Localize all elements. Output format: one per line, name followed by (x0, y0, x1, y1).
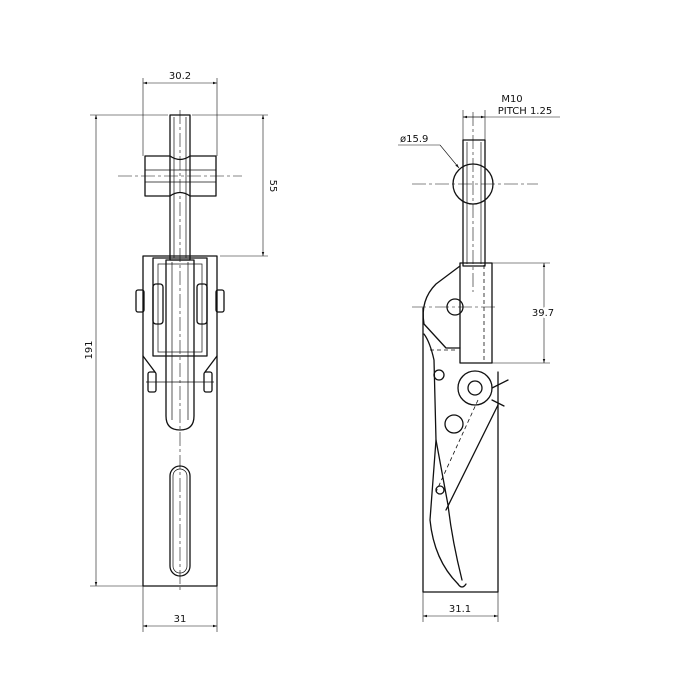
dim-thread-label: M10 (501, 94, 522, 105)
dim-overall-height: 191 (84, 114, 168, 587)
dim-pitch-label: PITCH 1.25 (498, 106, 552, 117)
dim-knob-diameter-label: ø15.9 (400, 134, 428, 145)
dim-height-39-7: 39.7 (492, 262, 556, 364)
dim-height-55: 55 (192, 114, 278, 257)
front-knob (144, 155, 217, 197)
dim-side-base-width: 31.1 (422, 592, 499, 622)
dim-thread-callout: M10 PITCH 1.25 (462, 94, 560, 140)
side-view: M10 PITCH 1.25 ø15.9 39.7 31.1 (398, 94, 560, 622)
side-ball-knob (452, 163, 494, 205)
dim-knob-diameter: ø15.9 (398, 134, 460, 169)
dim-height-39-7-label: 39.7 (532, 308, 554, 319)
dim-side-base-width-label: 31.1 (449, 604, 471, 615)
side-body (422, 262, 509, 593)
dim-top-width-label: 30.2 (169, 71, 191, 82)
dim-base-width-label: 31 (174, 614, 187, 625)
dim-base-width: 31 (142, 586, 218, 632)
dim-overall-height-label: 191 (84, 340, 95, 359)
dim-top-width: 30.2 (142, 71, 218, 156)
front-view: 30.2 55 191 31 (84, 71, 278, 632)
front-body (135, 255, 225, 587)
dim-height-55-label: 55 (267, 180, 278, 193)
